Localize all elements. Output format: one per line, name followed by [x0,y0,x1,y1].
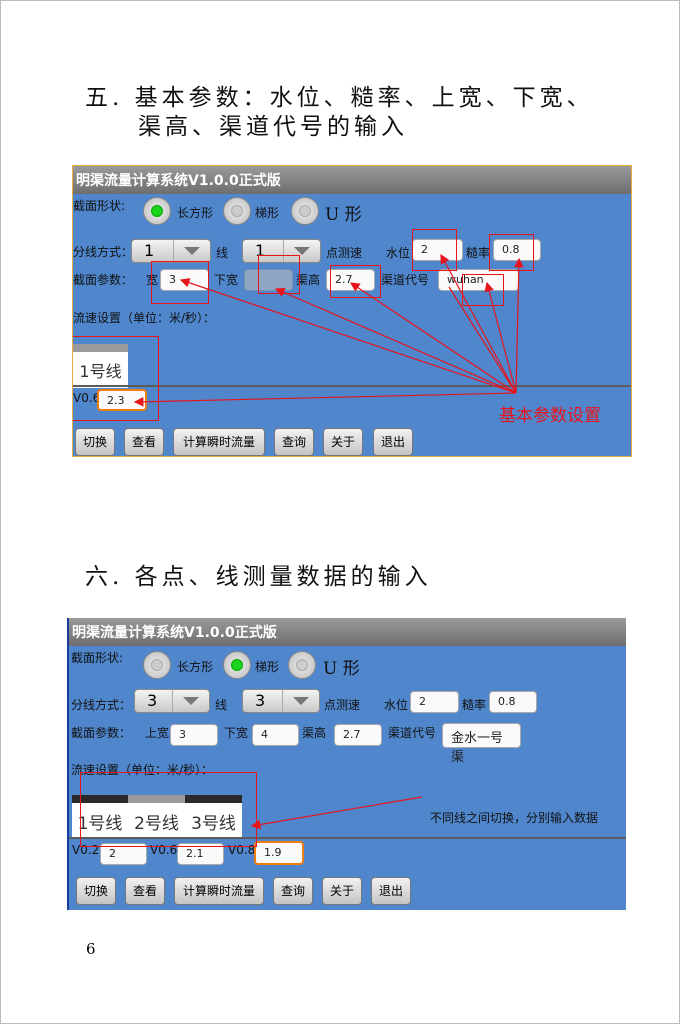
bottom-width-label: 下宽 [214,273,239,287]
radio-rect[interactable] [143,651,171,679]
line-label: 线 [215,698,228,712]
query-button[interactable]: 查询 [274,428,314,456]
height-label: 渠高 [302,726,327,740]
lines-value: 3 [147,691,158,710]
top-width-label: 宽 [146,273,159,287]
view-button[interactable]: 查看 [124,428,164,456]
line-label: 线 [216,246,229,260]
annotation-label: 不同线之间切换，分别输入数据 [430,811,599,825]
bottom-width-input[interactable]: 4 [252,724,299,746]
switch-button[interactable]: 切换 [76,877,116,905]
dropdown-arrow-icon [293,697,309,705]
shape-label: 截面形状: [73,199,126,213]
calc-flow-button[interactable]: 计算瞬时流量 [173,428,265,456]
radio-trap[interactable] [223,197,251,225]
lines-value: 1 [144,241,155,260]
v06-input[interactable]: 2.1 [177,843,224,865]
params-label: 截面参数： [71,726,132,740]
highlight-box [489,234,534,271]
divider [69,837,626,839]
lines-spinner[interactable]: 3 [134,689,210,713]
tab-line-1[interactable]: 1号线 [72,795,128,839]
highlight-box [80,772,257,847]
annotation-label: 基本参数设置 [499,406,601,426]
app-screenshot-2: 明渠流量计算系统V1.0.0正式版 截面形状: 长方形 梯形 U 形 分线方式：… [67,618,626,910]
radio-rect-label: 长方形 [177,660,214,674]
radio-u[interactable] [288,651,316,679]
code-label: 渠道代号 [388,726,437,740]
radio-u-label: U 形 [325,205,362,225]
point-label: 点测速 [324,698,361,712]
query-button[interactable]: 查询 [273,877,313,905]
lines-spinner[interactable]: 1 [131,239,211,263]
highlight-box [462,274,504,306]
channel-code-input[interactable]: 金水一号渠 [442,723,521,765]
highlight-box [258,255,300,294]
app-title-bar: 明渠流量计算系统V1.0.0正式版 [69,618,626,646]
shape-label: 截面形状: [71,651,124,665]
dropdown-arrow-icon [294,247,310,255]
v02-input[interactable]: 2 [100,843,147,865]
radio-rect-label: 长方形 [177,206,214,220]
about-button[interactable]: 关于 [322,877,362,905]
app-screenshot-1: 明渠流量计算系统V1.0.0正式版 截面形状: 长方形 梯形 U 形 分线方式：… [72,165,632,457]
top-width-label: 上宽 [145,726,170,740]
top-width-input[interactable]: 3 [170,724,218,746]
radio-trap-label: 梯形 [255,660,280,674]
code-label: 渠道代号 [381,273,430,287]
tab-line-2[interactable]: 2号线 [128,795,185,839]
radio-trap-label: 梯形 [255,206,280,220]
points-value: 1 [255,241,266,260]
highlight-box [330,265,381,298]
radio-rect[interactable] [143,197,171,225]
tab-line-3[interactable]: 3号线 [185,795,242,839]
app-title-bar: 明渠流量计算系统V1.0.0正式版 [73,166,631,194]
radio-u-label: U 形 [323,659,360,679]
highlight-box [412,229,457,271]
split-label: 分线方式： [71,698,132,712]
points-spinner[interactable]: 1 [242,239,321,263]
switch-button[interactable]: 切换 [75,428,115,456]
rough-label: 糙率 [462,698,487,712]
exit-button[interactable]: 退出 [371,877,411,905]
flow-label: 流速设置（单位：米/秒）： [71,763,214,777]
water-label: 水位 [384,698,409,712]
bottom-width-label: 下宽 [224,726,249,740]
flow-label: 流速设置（单位：米/秒）： [73,311,216,325]
water-level-input[interactable]: 2 [410,691,459,713]
calc-flow-button[interactable]: 计算瞬时流量 [174,877,264,905]
section6-heading: 六. 各点、线测量数据的输入 [85,564,432,590]
section5-heading-line2: 渠高、渠道代号的输入 [138,114,408,140]
dropdown-arrow-icon [183,697,199,705]
highlight-box [73,336,159,421]
dropdown-arrow-icon [184,247,200,255]
split-label: 分线方式： [73,245,134,259]
points-spinner[interactable]: 3 [242,689,320,713]
highlight-box [151,261,209,304]
page-number: 6 [86,940,96,958]
exit-button[interactable]: 退出 [373,428,413,456]
view-button[interactable]: 查看 [125,877,165,905]
tab-line-1[interactable]: 1号线 [73,344,128,388]
channel-height-input[interactable]: 2.7 [334,724,382,746]
water-label: 水位 [386,246,411,260]
v-label: V0.6 [73,391,101,405]
rough-label: 糙率 [466,246,491,260]
points-value: 3 [255,691,266,710]
roughness-input[interactable]: 0.8 [489,691,537,713]
params-label: 截面参数： [73,273,134,287]
about-button[interactable]: 关于 [323,428,363,456]
section5-heading: 五. 基本参数：水位、糙率、上宽、下宽、 [85,85,594,111]
v08-input[interactable]: 1.9 [254,841,304,865]
point-label: 点测速 [326,246,363,260]
radio-trap[interactable] [223,651,251,679]
radio-u[interactable] [291,197,319,225]
